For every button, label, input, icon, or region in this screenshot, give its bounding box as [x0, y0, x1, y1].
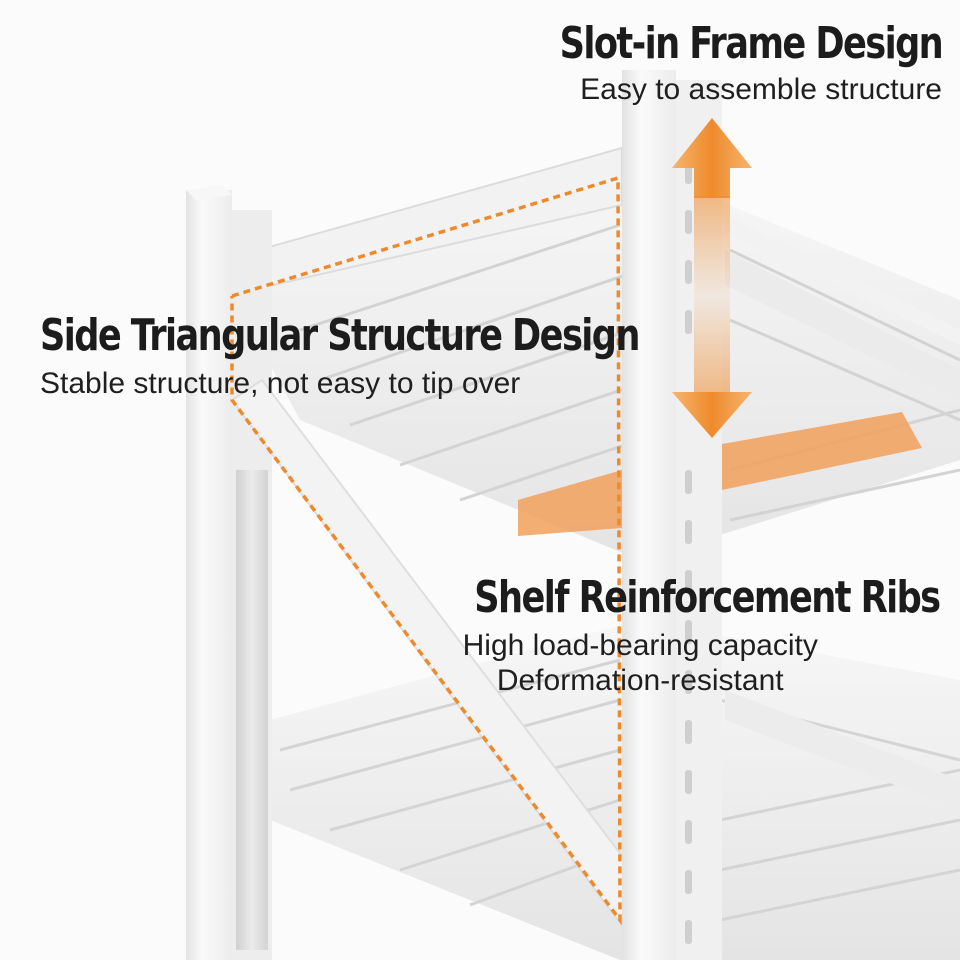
left-post	[186, 185, 272, 960]
callout-title: Slot-in Frame Design	[559, 18, 944, 69]
lower-shelf-deck	[270, 620, 960, 960]
callout-subtitle: Stable structure, not easy to tip over	[40, 367, 521, 400]
callout-title: Side Triangular Structure Design	[40, 310, 640, 361]
dashed-triangle-outline	[230, 175, 622, 926]
highlighted-rib	[518, 470, 622, 536]
callout-side-triangular: Side Triangular Structure Design Stable …	[40, 314, 789, 401]
double-arrow-icon	[672, 118, 752, 438]
highlighted-rib-right	[722, 412, 922, 490]
callout-title: Shelf Reinforcement Ribs	[474, 572, 942, 623]
callout-reinforcement-ribs: Shelf Reinforcement Ribs High load-beari…	[358, 572, 942, 699]
callout-subtitle: Easy to assemble structure	[580, 73, 942, 106]
callout-line-deformation: Deformation-resistant	[496, 664, 784, 698]
callout-slot-in-frame: Slot-in Frame Design Easy to assemble st…	[464, 18, 944, 107]
callout-line-load: High load-bearing capacity	[462, 629, 818, 662]
